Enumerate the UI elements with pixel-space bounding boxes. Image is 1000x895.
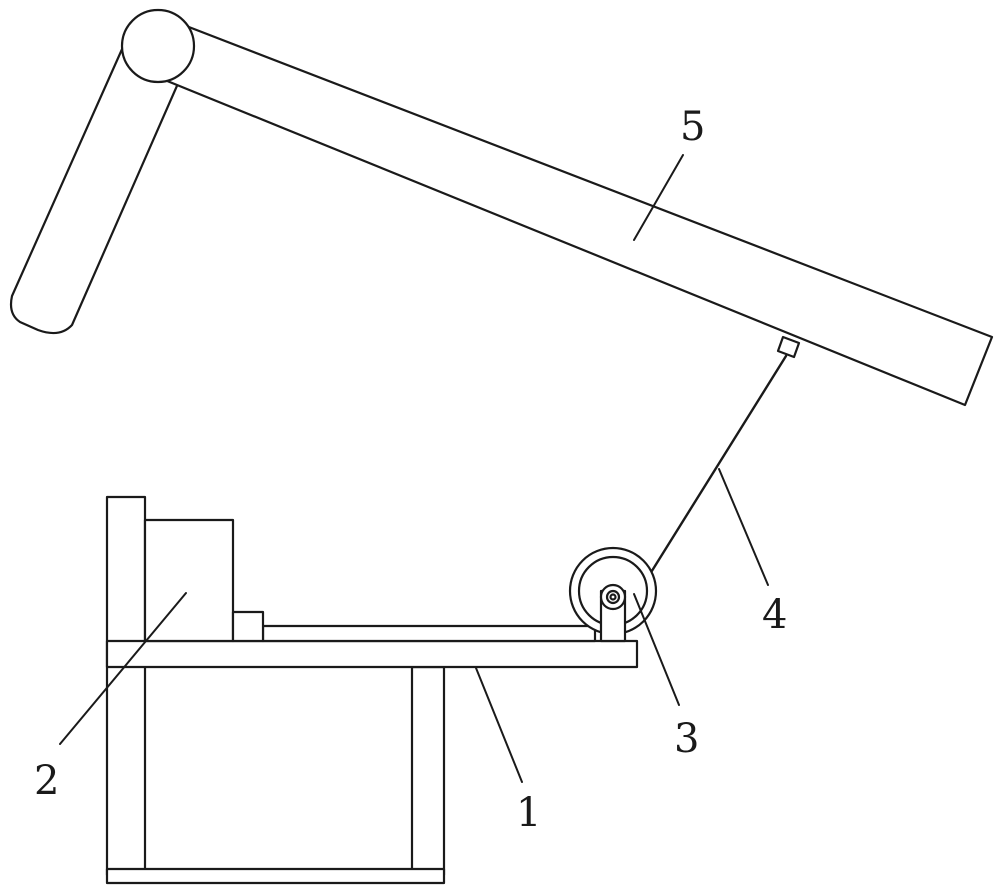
motor-housing-assembly xyxy=(143,518,265,643)
callout-2: 2 xyxy=(34,758,59,804)
winch-reel-assembly xyxy=(568,546,658,643)
base-frame-assembly xyxy=(105,495,639,885)
frame-top-deck xyxy=(105,639,639,669)
callout-5: 5 xyxy=(680,104,705,150)
boom-arm-assembly xyxy=(9,8,994,407)
frame-bottom-rail xyxy=(105,867,446,885)
boom-short-arm xyxy=(9,36,189,335)
boom-long-arm xyxy=(148,10,994,407)
callout-3: 3 xyxy=(674,716,699,762)
cable-connector-block xyxy=(776,335,801,359)
tension-cable xyxy=(638,354,788,592)
frame-left-post xyxy=(105,495,147,877)
motor-small-block xyxy=(231,610,265,643)
callout-4: 4 xyxy=(762,592,787,638)
motor-housing-box xyxy=(143,518,235,643)
frame-right-leg xyxy=(410,665,446,877)
deck-slide-rail xyxy=(261,624,597,643)
callout-1: 1 xyxy=(516,790,541,836)
leader-line-1 xyxy=(475,667,523,783)
boom-hinge-pivot xyxy=(120,8,196,84)
leader-line-2 xyxy=(59,592,187,745)
leader-line-5 xyxy=(633,154,684,241)
reel-axle xyxy=(609,593,617,601)
leader-line-3 xyxy=(633,593,680,706)
leader-line-4 xyxy=(718,468,769,586)
